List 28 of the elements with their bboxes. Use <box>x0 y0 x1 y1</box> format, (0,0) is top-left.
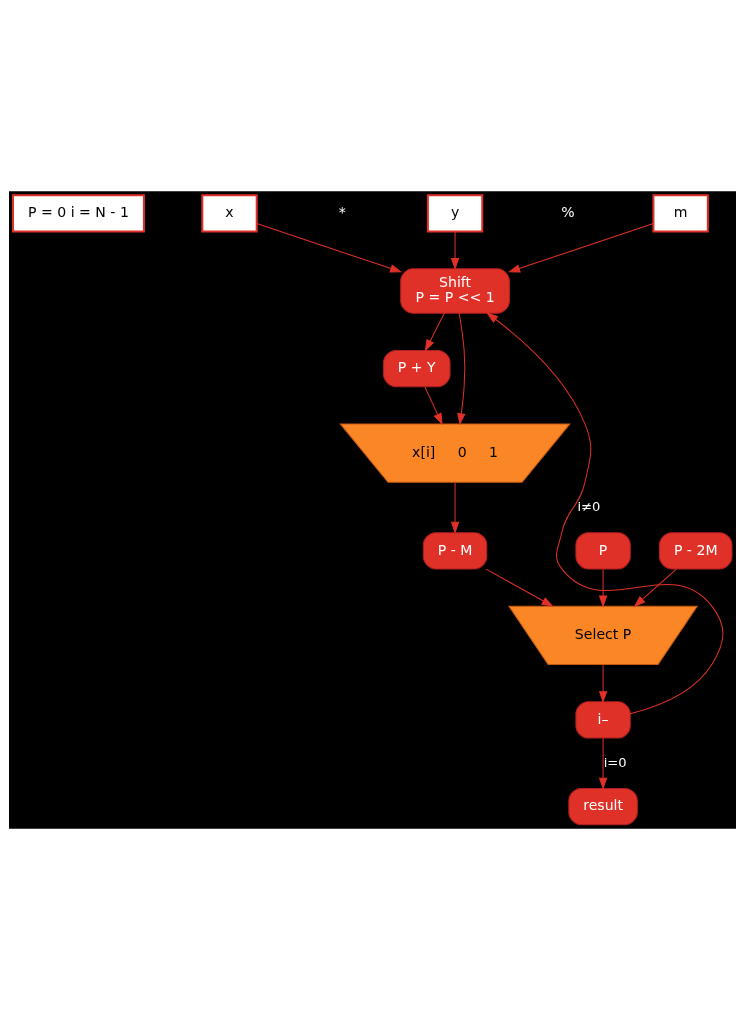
arrow <box>485 311 723 714</box>
node-box: x <box>200 193 258 233</box>
edge-label: i=0 <box>603 754 627 770</box>
arrow <box>507 222 654 272</box>
arrow <box>598 663 607 703</box>
arrow <box>424 312 445 352</box>
label: * <box>338 203 346 220</box>
node-box: y <box>426 193 483 233</box>
node-box: i– <box>574 700 631 739</box>
node-box: Shift P = P << 1 <box>399 267 510 314</box>
arrow <box>423 386 443 425</box>
arrow <box>598 568 607 608</box>
label: % <box>560 203 575 220</box>
node-box: P - M <box>422 531 487 569</box>
node-box: P + Y <box>382 349 451 387</box>
arrow <box>450 230 459 270</box>
node-box: P = 0 i = N - 1 <box>11 193 145 233</box>
edge-label: i≠0 <box>577 498 600 514</box>
arrow <box>456 312 465 425</box>
arrow <box>255 222 402 272</box>
arrow <box>598 737 607 790</box>
arrow <box>633 568 677 607</box>
arrow <box>450 481 459 534</box>
node-box: m <box>651 193 709 233</box>
arrow <box>485 568 554 607</box>
node-box: P <box>574 531 631 569</box>
node-box: P - 2M <box>658 531 732 569</box>
node-box: result <box>567 787 638 825</box>
